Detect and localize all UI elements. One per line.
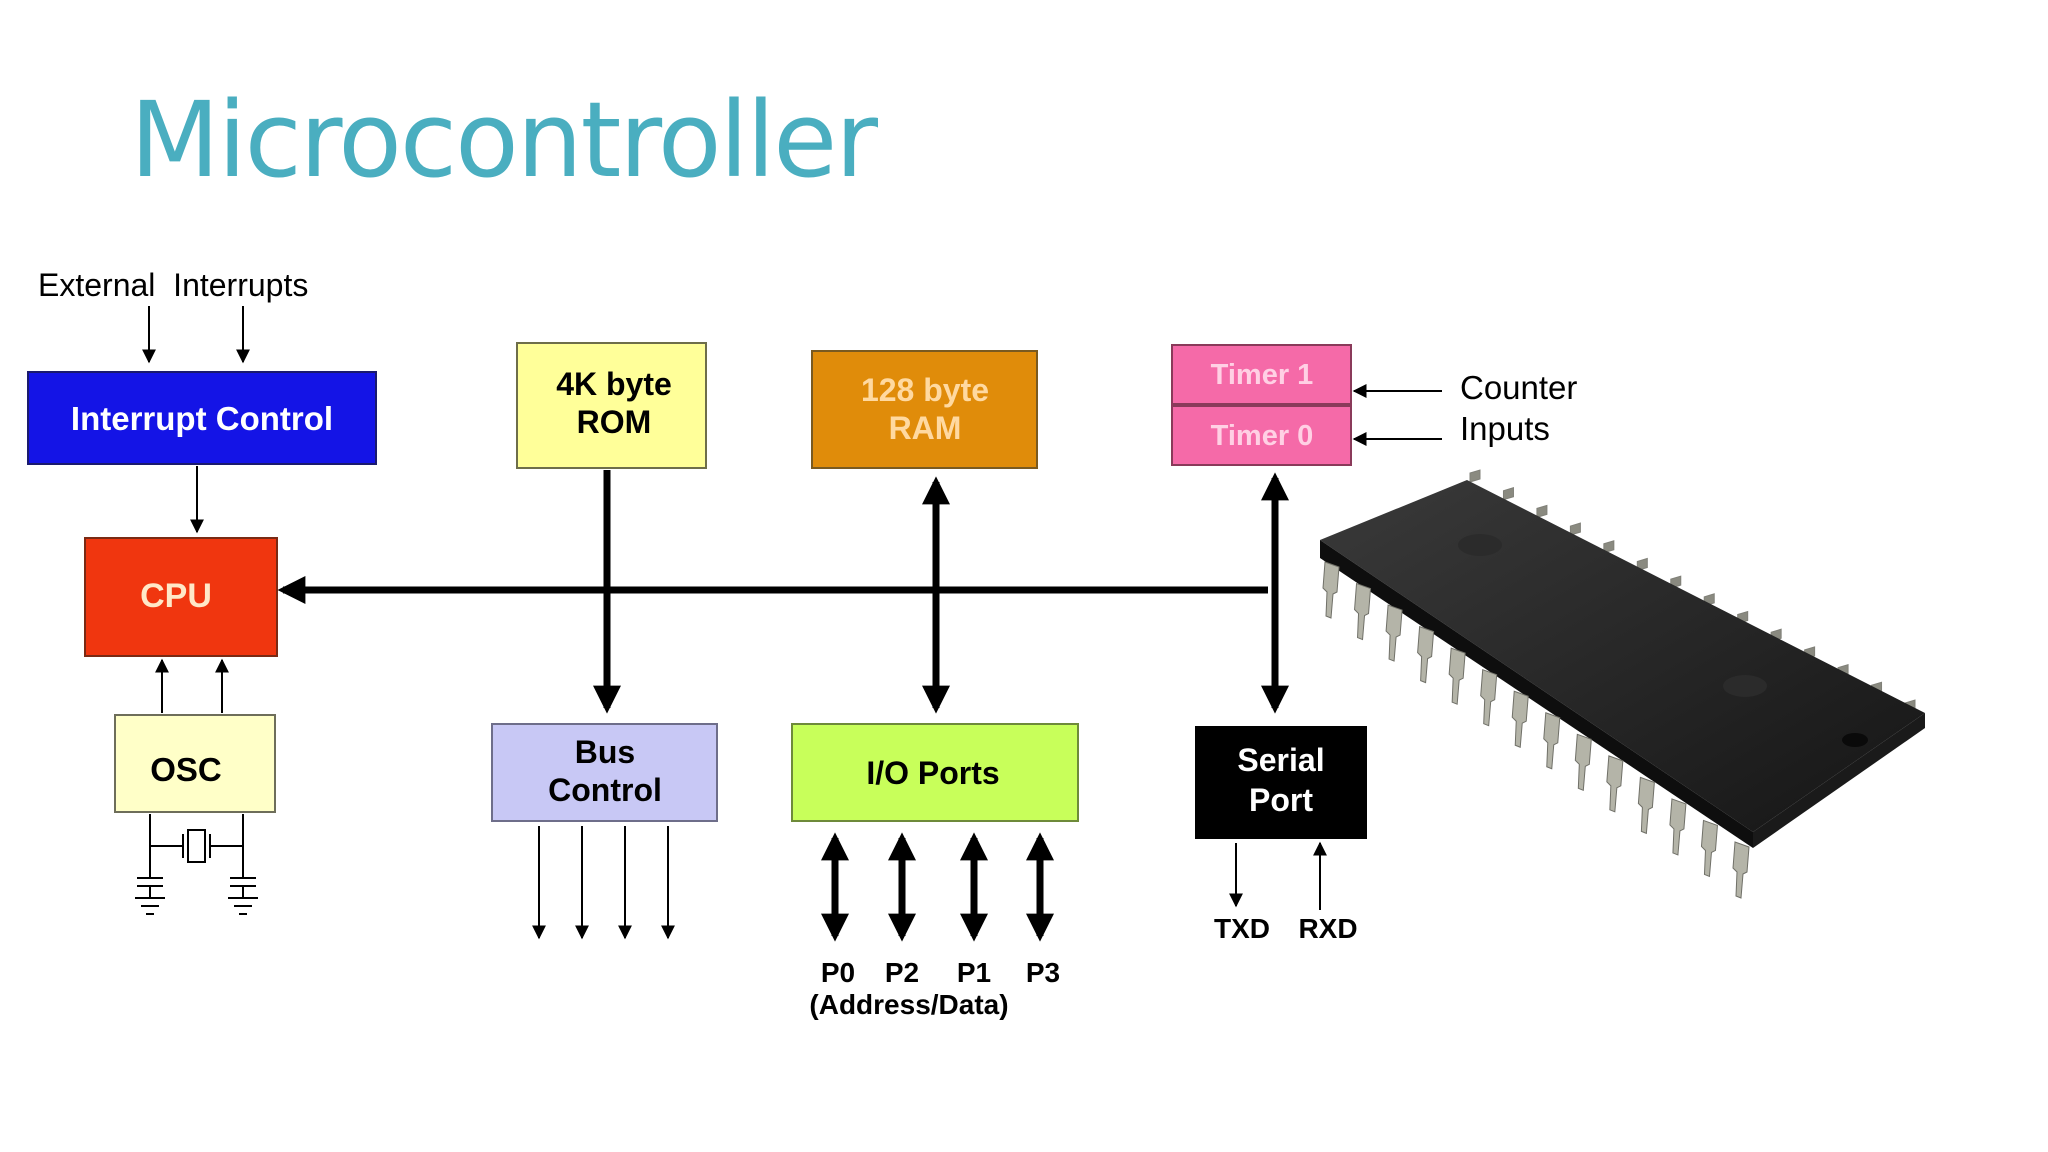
timer0-block xyxy=(1171,405,1352,466)
txd-label: TXD xyxy=(1214,913,1270,944)
rxd-label: RXD xyxy=(1298,913,1357,944)
external-interrupts-label: External Interrupts xyxy=(38,267,308,303)
osc-block xyxy=(114,714,276,813)
bus-control-label-line1: Bus xyxy=(575,734,635,770)
slide-title: Microcontroller xyxy=(130,79,878,201)
rom-label-line2: ROM xyxy=(577,404,652,440)
timer0-label: Timer 0 xyxy=(1211,420,1314,452)
io-ports-label: I/O Ports xyxy=(866,755,999,791)
timer1-label: Timer 1 xyxy=(1211,359,1314,391)
serial-port-label-line2: Port xyxy=(1249,782,1313,818)
serial-port-block xyxy=(1195,726,1367,839)
counter-inputs-label-line1: Counter xyxy=(1460,369,1577,406)
ram-block xyxy=(811,350,1038,469)
dip-chip-image xyxy=(1320,469,1925,899)
port-p0-label: P0 xyxy=(821,957,855,988)
bus-control-block xyxy=(491,723,718,822)
osc-label: OSC xyxy=(150,751,222,788)
address-data-label: (Address/Data) xyxy=(809,989,1008,1020)
cpu-block xyxy=(84,537,278,657)
ram-label-line2: RAM xyxy=(889,410,962,446)
timer1-block xyxy=(1171,344,1352,405)
interrupt-control-block xyxy=(27,371,377,465)
rom-block xyxy=(516,342,707,469)
port-p2-label: P2 xyxy=(885,957,919,988)
ram-label-line1: 128 byte xyxy=(861,372,989,408)
interrupt-control-label: Interrupt Control xyxy=(71,400,333,437)
port-p3-label: P3 xyxy=(1026,957,1060,988)
bus-control-label-line2: Control xyxy=(548,772,662,808)
rom-label-line1: 4K byte xyxy=(556,366,672,402)
io-port-arrows xyxy=(821,832,1054,942)
port-p1-label: P1 xyxy=(957,957,991,988)
counter-inputs-label-line2: Inputs xyxy=(1460,410,1550,447)
crystal-oscillator-circuit xyxy=(135,814,258,915)
io-ports-block xyxy=(791,723,1079,822)
serial-port-label-line1: Serial xyxy=(1237,742,1324,778)
cpu-label: CPU xyxy=(140,577,212,615)
bus-control-output-lines xyxy=(532,826,675,940)
